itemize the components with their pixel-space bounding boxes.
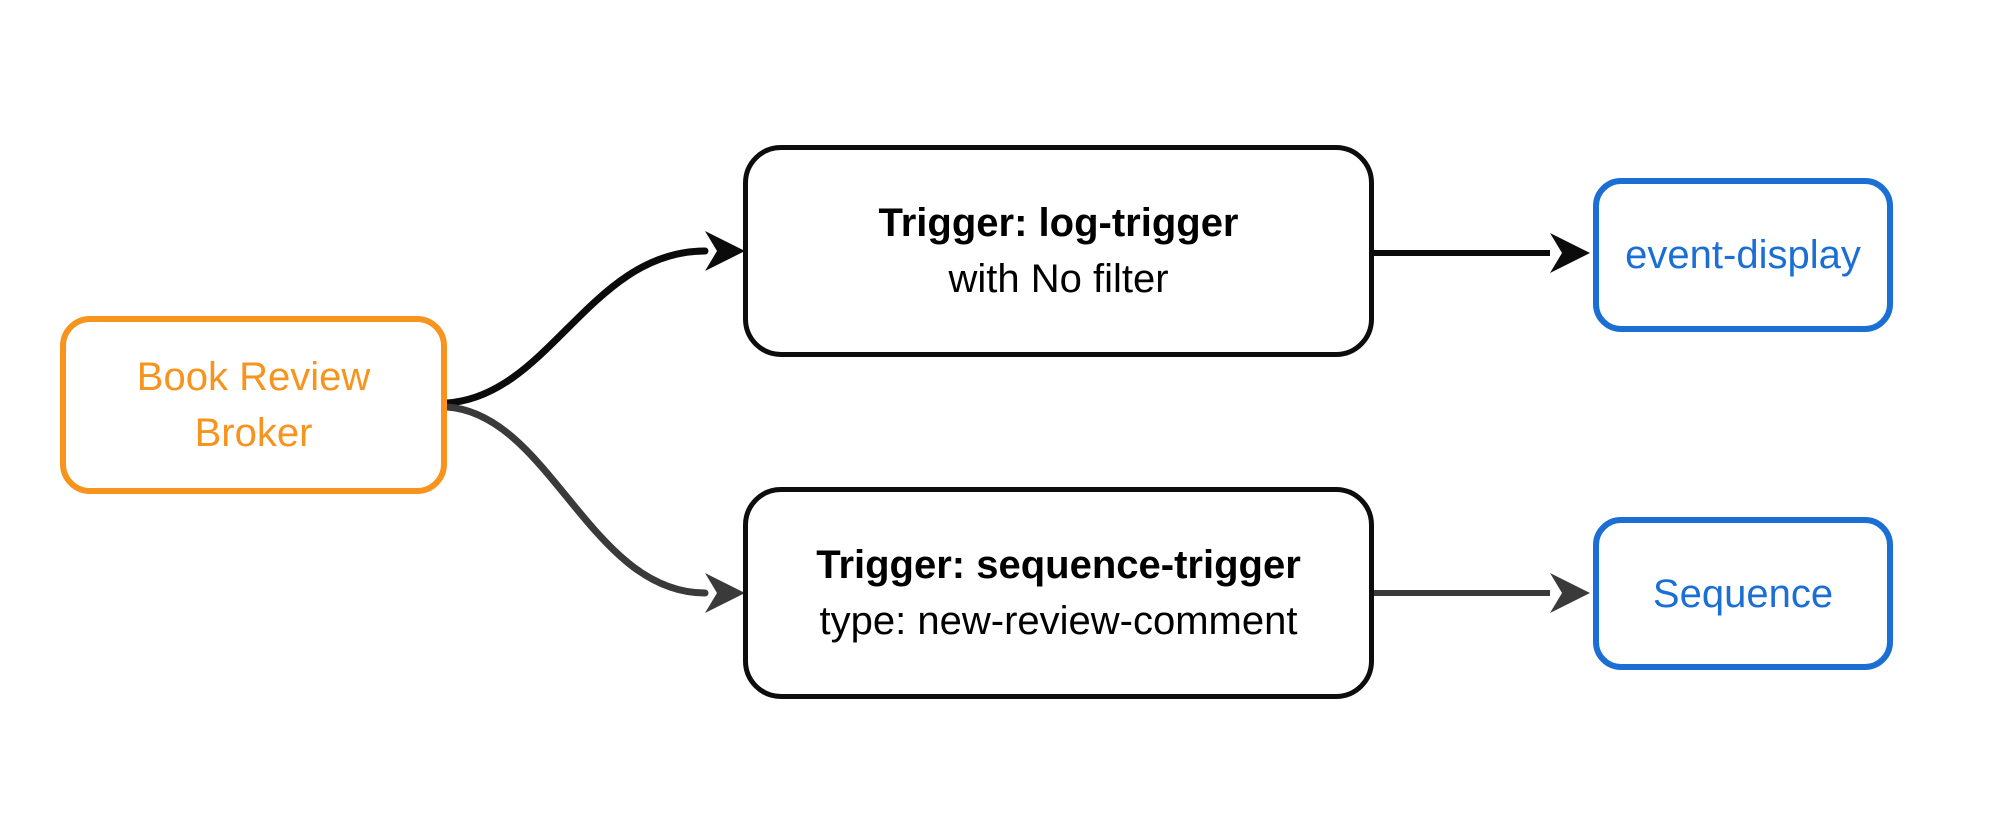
edge-broker-to-sequence-trigger: [443, 403, 745, 613]
sequence-trigger-subtitle: type: new-review-comment: [819, 599, 1298, 643]
broker-label-line1: Book Review: [136, 355, 371, 399]
event-display-label: event-display: [1625, 233, 1861, 277]
node-log-trigger: Trigger: log-trigger with No filter: [743, 145, 1374, 357]
node-sequence: Sequence: [1593, 517, 1893, 670]
sequence-trigger-title: Trigger: sequence-trigger: [816, 543, 1301, 587]
edge-broker-to-log-trigger: [443, 231, 745, 407]
node-sequence-trigger: Trigger: sequence-trigger type: new-revi…: [743, 487, 1374, 699]
node-book-review-broker: Book Review Broker: [60, 316, 447, 494]
log-trigger-title: Trigger: log-trigger: [878, 201, 1239, 245]
broker-label-line2: Broker: [194, 411, 313, 455]
sequence-label: Sequence: [1652, 571, 1834, 616]
node-event-display: event-display: [1593, 178, 1893, 332]
log-trigger-subtitle: with No filter: [948, 257, 1169, 301]
